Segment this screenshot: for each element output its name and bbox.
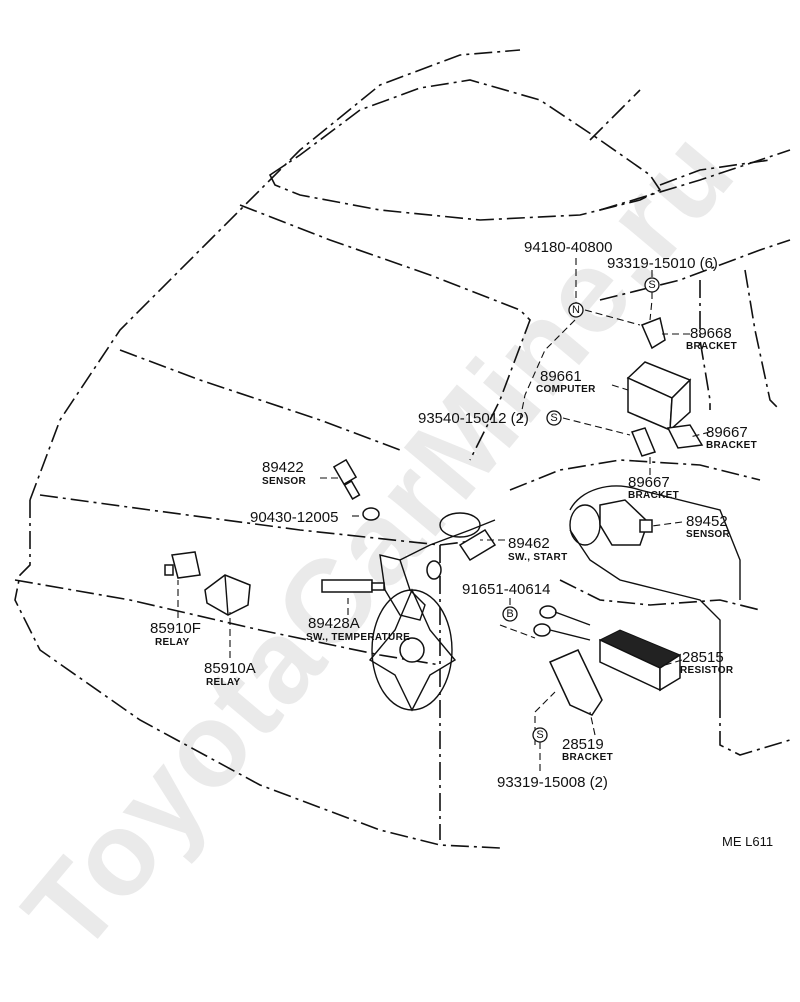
watermark: ToyotaCarMine.ru [0,106,760,977]
label-89462: 89462 [508,535,550,552]
label-85910F: 85910F [150,620,201,637]
sensor-89452 [599,499,653,546]
drawing-code: ME L611 [722,834,773,849]
label-28515: 28515 [682,649,724,666]
relay-85910A [204,574,251,616]
svg-text:N: N [572,304,580,316]
bracket-89667-left [630,427,657,457]
label-85910F-desc: RELAY [155,637,190,648]
start-switch-89462 [426,528,497,580]
label-89661-desc: COMPUTER [536,384,596,395]
svg-text:S: S [550,412,557,424]
label-28515-desc: RESISTOR [680,665,734,676]
label-89462-desc: SW., START [508,552,567,563]
svg-text:S: S [536,729,543,741]
label-89668: 89668 [690,325,732,342]
label-89428A-desc: SW., TEMPERATURE [306,632,410,643]
label-89661: 89661 [540,368,582,385]
label-89428A: 89428A [308,615,360,632]
bracket-89667-right [666,424,704,449]
part-labels: 94180-40800 93319-15010 (6) 89668 BRACKE… [150,239,773,849]
sensor-89422 [332,458,361,500]
gasket-90430 [362,507,380,521]
label-85910A: 85910A [204,660,256,677]
computer-89661 [626,361,692,432]
relay-85910F [164,551,201,579]
label-85910A-desc: RELAY [206,677,241,688]
marker-b: B [502,606,518,622]
engine-fan [368,512,496,712]
label-91651-40614: 91651-40614 [462,581,550,598]
label-89422-desc: SENSOR [262,476,307,487]
label-89668-desc: BRACKET [686,341,737,352]
label-89422: 89422 [262,459,304,476]
svg-text:B: B [506,608,513,620]
marker-s-mid: S [546,410,562,426]
leader-lines [177,258,711,775]
label-93319-15008: 93319-15008 (2) [497,774,608,791]
label-93319-15010: 93319-15010 (6) [607,255,718,272]
marker-s-top: S [644,277,660,293]
label-94180-40800: 94180-40800 [524,239,612,256]
label-93540-15012: 93540-15012 (2) [418,410,529,427]
label-89452: 89452 [686,513,728,530]
bracket-28519 [548,649,603,716]
label-28519-desc: BRACKET [562,752,613,763]
label-89667-right: 89667 [706,424,748,441]
label-90430-12005: 90430-12005 [250,509,338,526]
resistor-28515 [533,605,682,692]
marker-n: N [568,302,584,318]
label-89667-right-desc: BRACKET [706,440,757,451]
marker-s-bottom: S [532,727,548,743]
temperature-switch-89428A [321,579,385,593]
svg-text:S: S [648,279,655,291]
label-89667-left-desc: BRACKET [628,490,679,501]
label-28519: 28519 [562,736,604,753]
label-89452-desc: SENSOR [686,529,731,540]
label-89667-left: 89667 [628,474,670,491]
bracket-89668 [641,316,666,350]
